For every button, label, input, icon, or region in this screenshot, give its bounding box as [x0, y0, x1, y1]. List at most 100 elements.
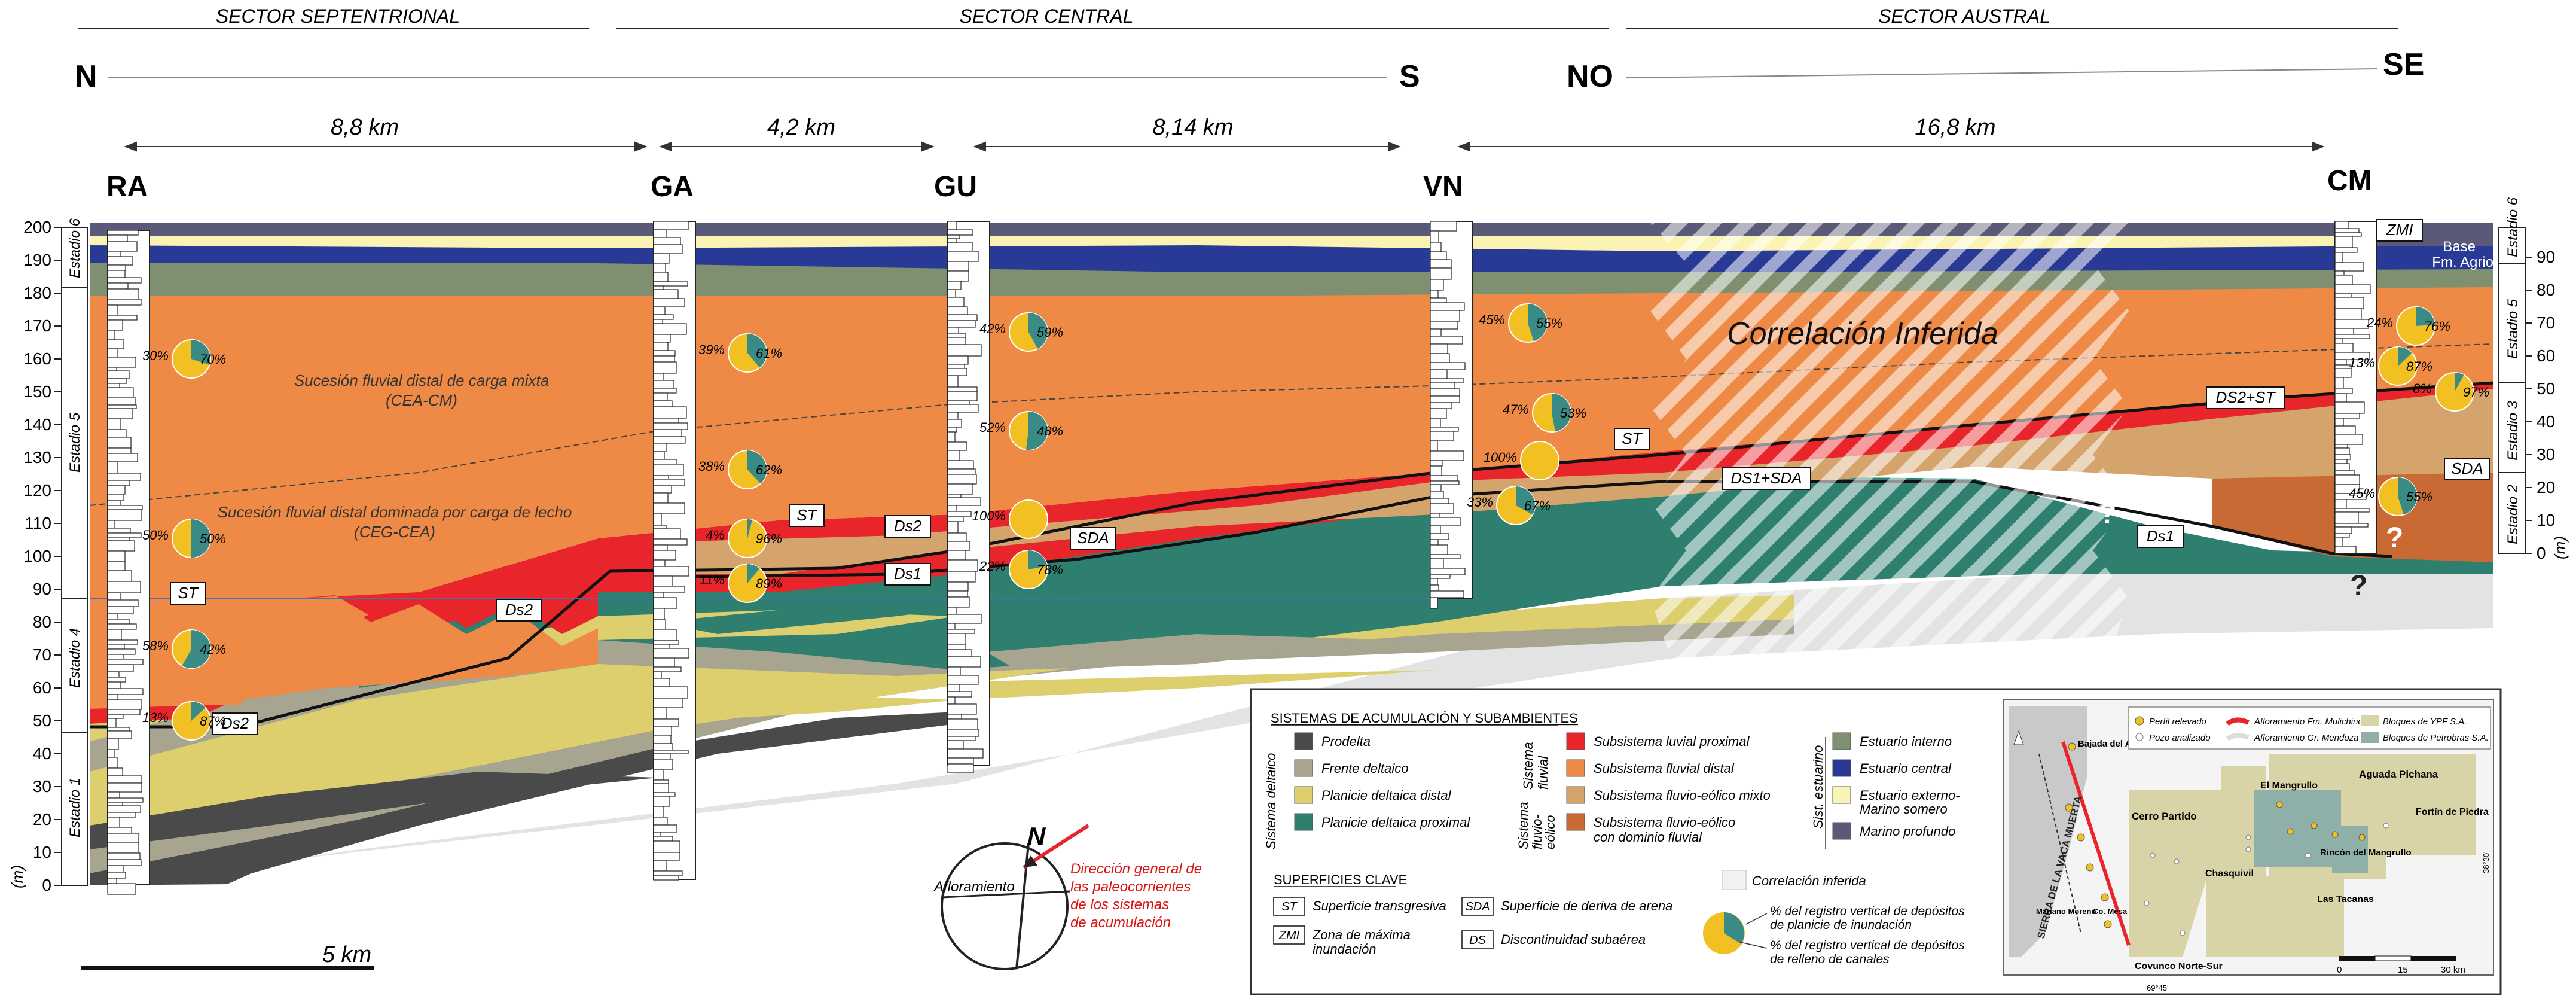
inferred-correlation-overlay [1650, 223, 2129, 706]
surface-tag-ds2-ra: Ds2 [212, 712, 258, 735]
paleocurrent-1: Dirección general de [1070, 861, 1202, 877]
surface-tag-st-ra: ST [170, 582, 206, 605]
right-tick-label: 40 [2537, 412, 2555, 431]
group-fluvial-2: fluvial [1536, 756, 1551, 790]
right-tick-label: 70 [2537, 313, 2555, 332]
map-scale: 0 15 30 km [2337, 955, 2465, 975]
map-chasquivil: Chasquivil [2205, 869, 2254, 879]
pie-slice [747, 334, 767, 368]
well-log-column [2334, 221, 2377, 554]
pie-chart: 47% 53% [1503, 393, 1586, 433]
pie-label-a: 22% [979, 559, 1006, 574]
scale-bar: 5 km [81, 942, 374, 970]
legend-swatch [1294, 786, 1313, 804]
pie-chart: 11%89% [700, 564, 782, 603]
pie-slice [191, 519, 210, 558]
pie-chart: 45%55% [1479, 303, 1562, 343]
left-tick-label: 40 [33, 744, 51, 763]
right-stage-3: Estadio 3 [2505, 400, 2521, 461]
map-legend-6: Bloques de Petrobras S.A. [2383, 733, 2489, 743]
legend-pie-2a: % del registro vertical de depósitos [1770, 939, 1965, 952]
pie-slice [2398, 477, 2417, 515]
pie-chart: 22% 78% [979, 550, 1063, 589]
map-lon: 69°45' [2147, 983, 2169, 992]
surface-tag-text: ZMI [2386, 221, 2413, 239]
pie-label-b: 89% [756, 576, 782, 591]
pie-label-b: 78% [1037, 562, 1063, 577]
legend-entry: Marino somero [1860, 802, 1948, 817]
left-tick-label: 30 [33, 777, 51, 796]
pie-label-b: 53% [1560, 406, 1586, 421]
pie-chart: 58%42% [142, 629, 226, 669]
compass-rose: N Afloramiento Dirección general de las … [933, 822, 1202, 970]
legend-swatch [1566, 759, 1585, 777]
legend-label: Planicie deltaica proximal [1321, 815, 1470, 830]
map-legend-4: Afloramiento Gr. Mendoza indif. [2254, 733, 2380, 743]
pie-chart: 39%61% [698, 333, 782, 373]
group-deltaico: Sistema deltaico [1263, 753, 1278, 849]
legend-label: Estuario interno [1860, 734, 1952, 749]
pie-label-b: 62% [756, 462, 782, 477]
left-stage-5: Estadio 5 [67, 412, 83, 473]
pie-label-a: 38% [698, 459, 725, 474]
pie-slice [747, 564, 760, 583]
pie-label-a: 24% [2366, 315, 2393, 330]
pie-label-a: 47% [1503, 402, 1529, 417]
left-tick-label: 70 [33, 645, 51, 664]
surface-tag-text: ST [796, 506, 817, 524]
left-tick-label: 130 [23, 448, 51, 467]
legend-swatch [1832, 786, 1851, 804]
well-log-column [107, 230, 150, 895]
well-logs [107, 221, 2377, 895]
surface-tag-ds1sda: DS1+SDA [1722, 467, 1811, 490]
map-las-tacanas: Las Tacanas [2317, 894, 2374, 904]
legend-box: SISTEMAS DE ACUMULACIÓN Y SUBAMBIENTES S… [1250, 688, 2502, 995]
surface-key-code: ST [1281, 900, 1298, 913]
left-stage-1: Estadio 1 [67, 778, 83, 837]
pie-label-b: 42% [200, 642, 226, 657]
legend-entry: Subsistema fluvio-eólico mixto [1566, 786, 1771, 804]
legend-label: Subsistema fluvio-eólico [1594, 815, 1735, 830]
pie-label-b: 96% [756, 531, 782, 546]
legend-entry: Frente deltaico [1294, 759, 1409, 777]
left-tick-label: 110 [25, 514, 51, 532]
orientation-n: N [75, 59, 97, 94]
pie-label-b: 55% [1536, 316, 1562, 331]
right-stage-5: Estadio 5 [2505, 299, 2521, 359]
surface-tag-text: ST [1622, 430, 1643, 447]
pie-slice [1028, 313, 1048, 349]
surface-tag-st-vn: ST [1614, 428, 1650, 450]
legend-label: Subsistema luvial proximal [1594, 734, 1750, 749]
pie-label-b: 67% [1524, 498, 1551, 513]
pie-label-a: 50% [142, 528, 169, 543]
left-tick-label: 160 [23, 349, 51, 368]
legend-swatch [1832, 732, 1851, 750]
pie-label-a: 13% [2349, 355, 2375, 370]
surface-tag-sda-cm: SDA [2444, 458, 2490, 480]
right-depth-axis: Estadio 2 Estadio 3 Estadio 5 Estadio 6 … [2498, 197, 2569, 562]
pie-chart: 13%87% [142, 701, 226, 741]
fluvio-eolico-mixto-layer [688, 389, 2493, 574]
pie-chart: 100% [1484, 441, 1559, 480]
pie-label-b: 87% [200, 714, 226, 729]
left-tick-label: 10 [33, 843, 51, 861]
legend-entry: Planicie deltaica distal [1294, 786, 1452, 804]
surface-key-label: Zona de máxima [1312, 927, 1411, 942]
paleocurrent-4: de acumulación [1070, 915, 1171, 931]
legend-entry: con dominio fluvial [1594, 830, 1702, 845]
pie-label-a: 8% [2413, 381, 2432, 396]
pie-chart: 33%67% [1467, 486, 1551, 525]
pie-label-b: 50% [200, 531, 226, 546]
surface-key-label: Discontinuidad subaérea [1501, 932, 1646, 947]
legend-pie-2b: de relleno de canales [1770, 952, 1890, 966]
map-rincon-mangrullo: Rincón del Mangrullo [2320, 848, 2412, 858]
right-axis-unit: (m) [2551, 536, 2569, 559]
map-aguada-pichana: Aguada Pichana [2359, 769, 2438, 780]
pie-chart: 38% 62% [698, 450, 782, 489]
pie-charts: 30%70%50%50%58%42%13%87%39%61%38%62%4%96… [142, 303, 2489, 741]
legend-pie-1a: % del registro vertical de depósitos [1770, 904, 1965, 918]
orientation-no: NO [1567, 59, 1613, 94]
